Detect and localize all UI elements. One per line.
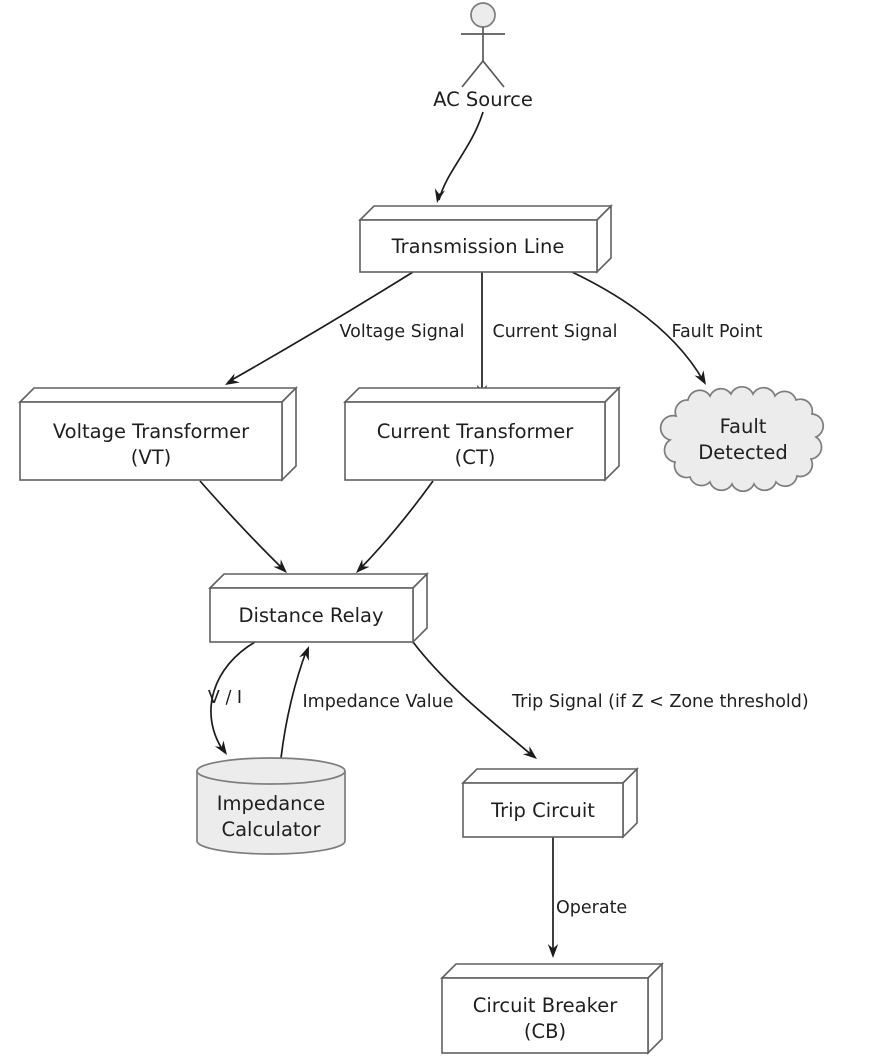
box3d-top-face bbox=[208, 573, 429, 589]
edge-label-current-signal: Current Signal bbox=[492, 322, 617, 342]
box3d-top-face bbox=[343, 387, 621, 403]
actor-ac-source: AC Source bbox=[433, 2, 533, 111]
node-label-line2: (VT) bbox=[131, 446, 171, 469]
edge-fault-point bbox=[571, 271, 705, 383]
box3d-front-face bbox=[344, 401, 606, 481]
node-label-line1: Voltage Transformer bbox=[53, 420, 250, 443]
node-label-line2: (CB) bbox=[524, 1020, 566, 1043]
box3d-front-face bbox=[462, 782, 624, 838]
node-label-line2: Calculator bbox=[221, 818, 321, 841]
edge-label-trip-signal: Trip Signal (if Z < Zone threshold) bbox=[511, 692, 809, 712]
node-voltage-transformer: Voltage Transformer (VT) bbox=[18, 386, 298, 482]
edges: Voltage Signal Current Signal Fault Poin… bbox=[199, 111, 809, 958]
edge-label-fault-point: Fault Point bbox=[671, 322, 762, 342]
arrowhead-voltage-signal bbox=[225, 373, 240, 385]
box3d-top-face bbox=[461, 768, 639, 784]
node-circuit-breaker: Circuit Breaker (CB) bbox=[440, 962, 664, 1055]
arrowhead-operate bbox=[547, 944, 559, 958]
box3d-top-face bbox=[440, 963, 664, 979]
edge-impedance-value bbox=[280, 648, 308, 759]
edge-label-v-over-i: V / I bbox=[208, 688, 242, 708]
node-label-line2: Detected bbox=[698, 441, 787, 464]
node-label: Distance Relay bbox=[238, 604, 383, 627]
arrowhead-fault-point bbox=[694, 370, 706, 385]
node-label: Transmission Line bbox=[391, 235, 565, 258]
node-trip-circuit: Trip Circuit bbox=[461, 767, 639, 839]
actor-legs-line bbox=[461, 59, 505, 88]
edge-ct-to-relay bbox=[358, 480, 434, 571]
edge-voltage-signal bbox=[227, 271, 414, 383]
node-current-transformer: Current Transformer (CT) bbox=[343, 386, 621, 482]
cylinder-top-ellipse bbox=[196, 757, 346, 785]
box3d-top-face bbox=[18, 387, 298, 403]
box3d-front-face bbox=[441, 977, 649, 1054]
edge-label-voltage-signal: Voltage Signal bbox=[340, 322, 465, 342]
box3d-front-face bbox=[209, 587, 414, 643]
node-label: Trip Circuit bbox=[490, 799, 595, 822]
node-fault-detected: Fault Detected bbox=[659, 385, 825, 493]
arrowhead-impedance-value bbox=[299, 646, 309, 661]
edge-vt-to-relay bbox=[199, 480, 285, 571]
edge-label-operate: Operate bbox=[556, 898, 627, 918]
node-label-line1: Circuit Breaker bbox=[473, 994, 618, 1017]
arrowhead-ct-to-relay bbox=[356, 559, 370, 573]
node-transmission-line: Transmission Line bbox=[358, 204, 613, 274]
edge-trip-signal bbox=[412, 641, 535, 758]
box3d-side-face bbox=[281, 386, 297, 482]
actor-icon bbox=[470, 2, 496, 28]
box3d-top-face bbox=[358, 205, 613, 221]
edge-label-impedance-value: Impedance Value bbox=[302, 692, 453, 712]
edge-v-over-i bbox=[210, 641, 256, 753]
node-label-line1: Impedance bbox=[217, 792, 326, 815]
arrowhead-ac-to-transmission-line bbox=[434, 188, 445, 203]
box3d-side-face bbox=[604, 386, 620, 482]
arrowhead-trip-signal bbox=[522, 746, 537, 759]
impedance-cylinder-icon bbox=[196, 771, 346, 855]
actor-label: AC Source bbox=[433, 88, 533, 111]
box3d-front-face bbox=[19, 401, 283, 481]
arrowhead-v-over-i bbox=[214, 740, 227, 755]
node-label-line1: Fault bbox=[720, 415, 767, 438]
edge-ac-to-transmission-line bbox=[438, 111, 484, 201]
node-label-line2: (CT) bbox=[455, 446, 496, 469]
node-impedance-calculator: Impedance Calculator bbox=[196, 757, 346, 855]
box3d-side-face bbox=[647, 962, 663, 1055]
arrowhead-vt-to-relay bbox=[273, 559, 287, 573]
node-label-line1: Current Transformer bbox=[377, 420, 574, 443]
fault-cloud-icon bbox=[659, 385, 825, 493]
box3d-front-face bbox=[359, 219, 598, 273]
node-distance-relay: Distance Relay bbox=[208, 572, 429, 644]
